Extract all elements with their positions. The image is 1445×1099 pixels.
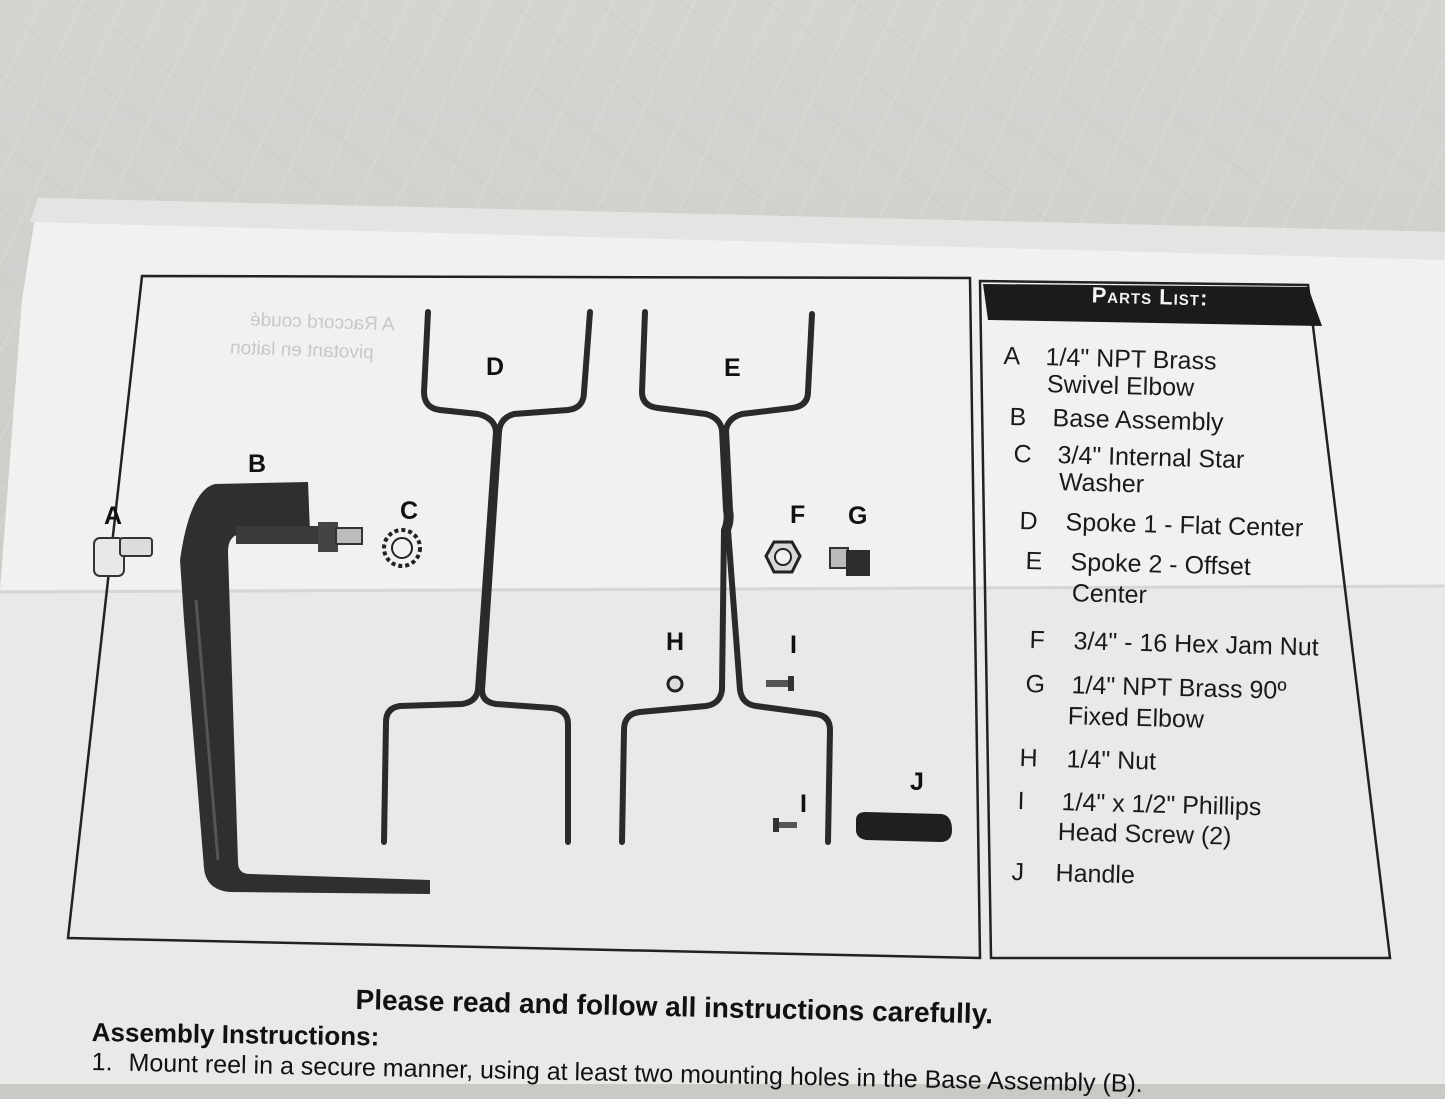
diagram-label-a: A	[104, 502, 123, 530]
part-desc-line: Base Assembly	[1052, 404, 1224, 437]
diagram-label-c: C	[400, 497, 419, 525]
diagram-label-i-upper: I	[790, 631, 797, 659]
part-f-hex-jam-nut-drawing	[764, 540, 802, 574]
diagram-label-d: D	[486, 353, 505, 381]
part-a-swivel-elbow-drawing	[93, 537, 153, 577]
part-desc-line: 1/4" Nut	[1066, 745, 1157, 776]
part-b-base-assembly-drawing	[180, 482, 430, 894]
part-desc-line: Head Screw (2)	[1057, 818, 1232, 851]
part-c-star-washer-drawing	[382, 528, 422, 568]
spoke-d-drawing	[381, 309, 593, 845]
part-desc-line: Spoke 2 - Offset	[1070, 548, 1252, 581]
part-desc-line: Handle	[1055, 859, 1136, 890]
part-desc-line: Swivel Elbow	[1046, 370, 1195, 402]
part-letter: B	[1009, 403, 1027, 432]
part-i-screw-drawing	[766, 676, 797, 832]
part-letter: A	[1003, 342, 1021, 371]
part-letter: D	[1019, 507, 1039, 536]
assembly-instructions-title: Assembly Instructions:	[91, 1017, 380, 1052]
part-desc-line: 1/4" NPT Brass 90º	[1071, 671, 1287, 705]
part-desc-line: Center	[1071, 579, 1148, 610]
part-desc-line: 1/4" x 1/2" Phillips	[1061, 788, 1262, 822]
spoke-e-drawing	[619, 309, 834, 845]
diagram-label-h: H	[666, 628, 685, 656]
part-desc-line: Spoke 1 - Flat Center	[1065, 508, 1304, 543]
diagram-label-f: F	[790, 501, 806, 529]
part-j-handle-drawing	[856, 812, 952, 842]
part-h-nut-drawing	[666, 675, 684, 693]
diagram-label-e: E	[724, 354, 741, 382]
part-letter: H	[1019, 744, 1039, 773]
part-desc-line: Fixed Elbow	[1067, 702, 1205, 734]
diagram-label-i-lower: I	[800, 790, 807, 818]
part-letter: F	[1029, 626, 1046, 655]
step-number: 1.	[91, 1048, 113, 1077]
part-desc-line: Washer	[1058, 468, 1145, 499]
part-g-fixed-elbow-drawing	[829, 547, 870, 576]
part-letter: C	[1013, 440, 1033, 469]
part-letter: I	[1017, 787, 1025, 816]
part-letter: G	[1025, 670, 1046, 699]
diagram-label-j: J	[910, 768, 924, 796]
part-letter: E	[1025, 547, 1043, 576]
diagram-label-b: B	[248, 450, 267, 478]
part-letter: J	[1011, 858, 1025, 887]
diagram-label-g: G	[848, 502, 868, 530]
